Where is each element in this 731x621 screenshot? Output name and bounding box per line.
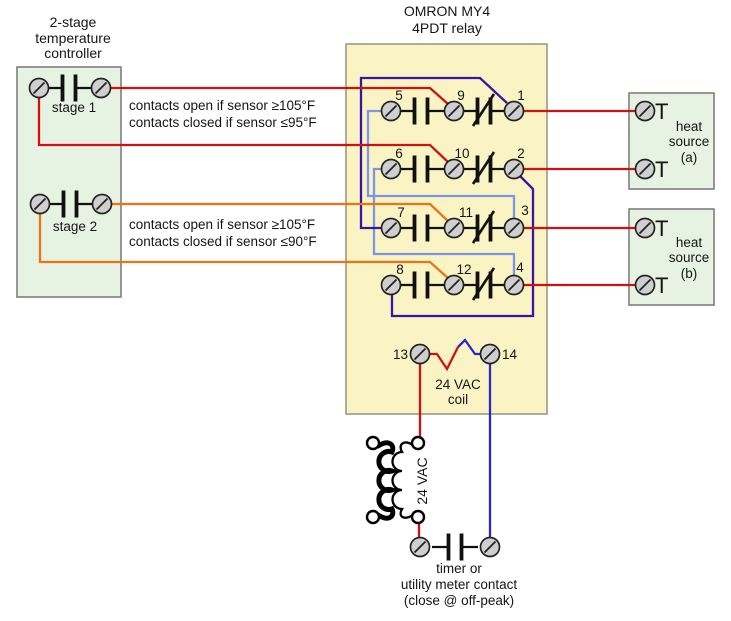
- heat-b-top-terminal-label: T: [655, 216, 668, 241]
- wire-stage2-to-11: [111, 202, 449, 222]
- blue-wires: [457, 338, 492, 537]
- transformer-secondary-winding: [391, 441, 414, 519]
- transformer-primary-bottom-terminal: [365, 509, 381, 525]
- terminal-number-7: 7: [397, 205, 405, 220]
- terminal-number-3: 3: [521, 203, 529, 218]
- transformer: [365, 435, 426, 525]
- stage2-left-terminal: [29, 193, 51, 215]
- stage1-right-terminal: [90, 77, 112, 99]
- stage1-label: stage 1: [52, 100, 96, 115]
- wire-1-to-7: [359, 76, 508, 230]
- terminal-number-8: 8: [396, 262, 404, 277]
- relay-terminal-11: [443, 217, 465, 239]
- coil-zigzag-blue: [457, 338, 481, 356]
- stage2-label: stage 2: [53, 219, 97, 234]
- relay-terminal-14: [479, 343, 501, 365]
- stage1-left-terminal: [28, 77, 50, 99]
- controller-title-line1: 2-stage: [50, 14, 97, 30]
- relay-terminal-6: [380, 158, 402, 180]
- heat-a-bottom-terminal: [634, 158, 656, 180]
- wire-stage1-to-10: [37, 97, 449, 163]
- heat-a-bottom-terminal-label: T: [655, 157, 668, 182]
- wire-6-to-4: [372, 167, 516, 275]
- wire-stage2-to-12: [38, 213, 449, 279]
- relay-terminal-2: [503, 158, 525, 180]
- terminal-number-12: 12: [456, 262, 471, 277]
- relay-title-line1: OMRON MY4: [404, 3, 491, 19]
- coil-label-line2: coil: [448, 392, 468, 407]
- transformer-secondary-top-terminal: [410, 435, 426, 451]
- transformer-primary-top-terminal: [365, 435, 381, 451]
- relay-terminal-3: [503, 217, 525, 239]
- timer-label-line2: utility meter contact: [401, 577, 518, 592]
- heat-b-label-line2: source: [669, 250, 710, 265]
- transformer-voltage-label: 24 VAC: [414, 457, 430, 504]
- heat-a-top-terminal-label: T: [655, 99, 668, 124]
- wire-stage1-to-9: [110, 86, 449, 105]
- labels: 2-stage temperature controller stage 1 s…: [35, 3, 709, 608]
- relay-terminal-12: [443, 274, 465, 296]
- controller-box: [16, 66, 122, 298]
- timer-label-line1: timer or: [436, 561, 482, 576]
- relay-terminal-13: [409, 343, 431, 365]
- coil-zigzag-red: [429, 346, 460, 372]
- timer-right-terminal: [479, 536, 501, 558]
- heat-a-top-terminal: [634, 100, 656, 122]
- wire-2-to-8: [390, 174, 535, 318]
- screw-terminals: [28, 77, 656, 558]
- controller-title-line3: controller: [44, 45, 102, 61]
- light-blue-wires: [366, 109, 516, 275]
- stage2-right-terminal: [91, 193, 113, 215]
- terminal-number-2: 2: [517, 146, 525, 161]
- stage1-annotation-line2: contacts closed if sensor ≤95°F: [129, 115, 317, 130]
- relay-title-line2: 4PDT relay: [412, 20, 482, 36]
- heat-a-label-line1: heat: [676, 119, 703, 134]
- timer-contact-symbol: [430, 531, 480, 563]
- purple-wires: [359, 76, 535, 318]
- transformer-primary-winding: [375, 440, 401, 521]
- coil-label-line1: 24 VAC: [435, 377, 481, 392]
- relay-terminal-4: [503, 274, 525, 296]
- heat-b-top-terminal: [634, 217, 656, 239]
- relay-terminal-5: [380, 100, 402, 122]
- controller-title-line2: temperature: [35, 30, 111, 46]
- heat-b-bottom-terminal-label: T: [655, 273, 668, 298]
- wire-5-to-3: [366, 109, 516, 218]
- terminal-number-13: 13: [393, 347, 408, 362]
- relay-terminal-8: [380, 274, 402, 296]
- red-wires: [37, 86, 637, 537]
- terminal-number-1: 1: [517, 88, 525, 103]
- timer-label-line3: (close @ off-peak): [404, 593, 514, 608]
- transformer-secondary-bottom-terminal: [410, 509, 426, 525]
- stage2-annotation-line1: contacts open if sensor ≥105°F: [129, 217, 315, 232]
- terminal-number-10: 10: [454, 146, 469, 161]
- stage1-annotation-line1: contacts open if sensor ≥105°F: [129, 98, 315, 113]
- terminal-number-6: 6: [395, 146, 403, 161]
- terminal-number-14: 14: [502, 347, 518, 362]
- relay-terminal-10: [443, 158, 465, 180]
- timer-left-terminal: [409, 536, 431, 558]
- heat-b-bottom-terminal: [634, 274, 656, 296]
- heat-b-label-line1: heat: [676, 235, 703, 250]
- heat-a-label-line3: (a): [681, 150, 698, 165]
- terminal-number-11: 11: [459, 205, 473, 220]
- stage2-annotation-line2: contacts closed if sensor ≤90°F: [129, 234, 317, 249]
- relay-terminal-7: [380, 217, 402, 239]
- relay-terminal-1: [503, 100, 525, 122]
- relay-terminal-9: [443, 100, 465, 122]
- terminal-number-9: 9: [457, 88, 465, 103]
- terminal-number-5: 5: [395, 88, 403, 103]
- heat-b-label-line3: (b): [681, 266, 698, 281]
- orange-wires: [38, 202, 449, 279]
- terminal-number-4: 4: [516, 260, 524, 275]
- heat-a-label-line2: source: [669, 134, 710, 149]
